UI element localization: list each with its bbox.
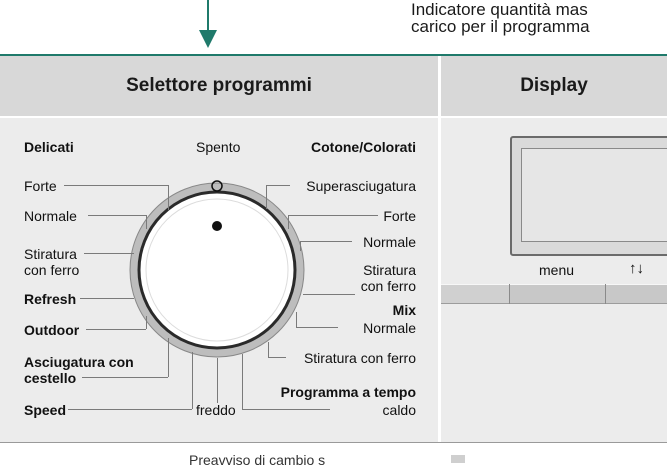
arrow-button[interactable] [606,284,667,304]
program-mix-normale: Normale [363,320,416,336]
leader-normale-left-drop [146,215,147,229]
program-dial-knob[interactable] [137,190,297,350]
leader-freddo [217,358,218,403]
leader-forte-right [288,215,378,216]
program-cotone-normale: Normale [363,234,416,250]
program-group-mix: Mix [392,302,416,318]
arrow-buttons-label: ↑↓ [629,260,644,277]
leader-mix-stiratura [268,357,286,358]
menu-button[interactable] [510,284,605,304]
program-speed: Speed [24,402,67,418]
button-separator-2 [605,284,606,304]
leader-speed [68,409,192,410]
program-outdoor: Outdoor [24,322,80,338]
dial-inner-rim [145,198,289,342]
leader-forte-left-drop [168,185,169,210]
program-selector-header: Selettore programmi [0,56,438,116]
header-rule-left [0,116,438,118]
button-separator-1 [509,284,510,304]
program-delicati-stiratura-line1: Stiratura [24,246,77,262]
annotation-rule [0,54,667,56]
load-indicator-note-line2: carico per il programma [411,17,590,36]
program-superasciugatura: Superasciugatura [306,178,416,194]
pointer-arrow-shaft [207,0,209,32]
leader-caldo [242,409,330,410]
leader-forte-right-drop [288,215,289,229]
dial-label-freddo: freddo [196,402,236,418]
pointer-arrow-head [199,30,217,48]
leader-stiratura-right [303,294,355,295]
program-group-cotone-colorati: Cotone/Colorati [311,139,416,155]
display-screen [521,148,667,242]
program-mix-stiratura: Stiratura con ferro [303,350,416,366]
leader-superasciugatura [266,185,290,186]
load-indicator-note: Indicatore quantità mas carico per il pr… [411,1,590,35]
leader-asciugatura [82,377,168,378]
program-asciugatura-line1: Asciugatura con [24,354,134,370]
leader-mix-stiratura-rise [268,342,269,357]
off-position-marker [211,180,223,192]
leader-mix-normale-rise [296,312,297,327]
leader-outdoor [86,329,146,330]
leader-speed-rise [192,352,193,409]
program-group-delicati: Delicati [24,139,74,155]
leader-mix-normale [296,327,338,328]
program-cotone-stiratura-line2: con ferro [360,278,416,294]
display-header: Display [441,56,667,116]
leader-normale-right [300,241,352,242]
leader-normale-left [88,215,146,216]
leader-forte-left [64,185,168,186]
program-delicati-normale: Normale [24,208,77,224]
leader-stiratura-left [84,253,134,254]
leader-normale-right-drop [300,241,301,251]
change-notice-indicator [451,455,465,463]
display-blank-button[interactable] [441,284,509,304]
program-group-tempo: Programma a tempo [280,384,416,400]
panel-divider [438,56,441,442]
header-rule-right [441,116,667,118]
leader-refresh [80,298,134,299]
leader-outdoor-rise [146,316,147,329]
program-delicati-stiratura-line2: con ferro [24,262,80,278]
program-dial-graphic [129,180,305,358]
dial-label-spento: Spento [196,139,241,155]
menu-button-label: menu [539,262,575,278]
load-indicator-note-line1: Indicatore quantità mas [411,0,588,19]
leader-caldo-rise [242,354,243,409]
program-tempo-caldo: caldo [382,402,416,418]
leader-asciugatura-rise [168,338,169,377]
change-notice-note: Preavviso di cambio s [189,452,326,468]
bottom-rule [0,442,667,443]
program-cotone-stiratura-line1: Stiratura [363,262,416,278]
program-cotone-forte: Forte [383,208,416,224]
dial-indicator-dot [212,221,222,231]
leader-superasciugatura-drop [266,185,267,209]
program-asciugatura-line2: cestello [24,370,77,386]
program-refresh: Refresh [24,291,77,307]
program-delicati-forte: Forte [24,178,57,194]
